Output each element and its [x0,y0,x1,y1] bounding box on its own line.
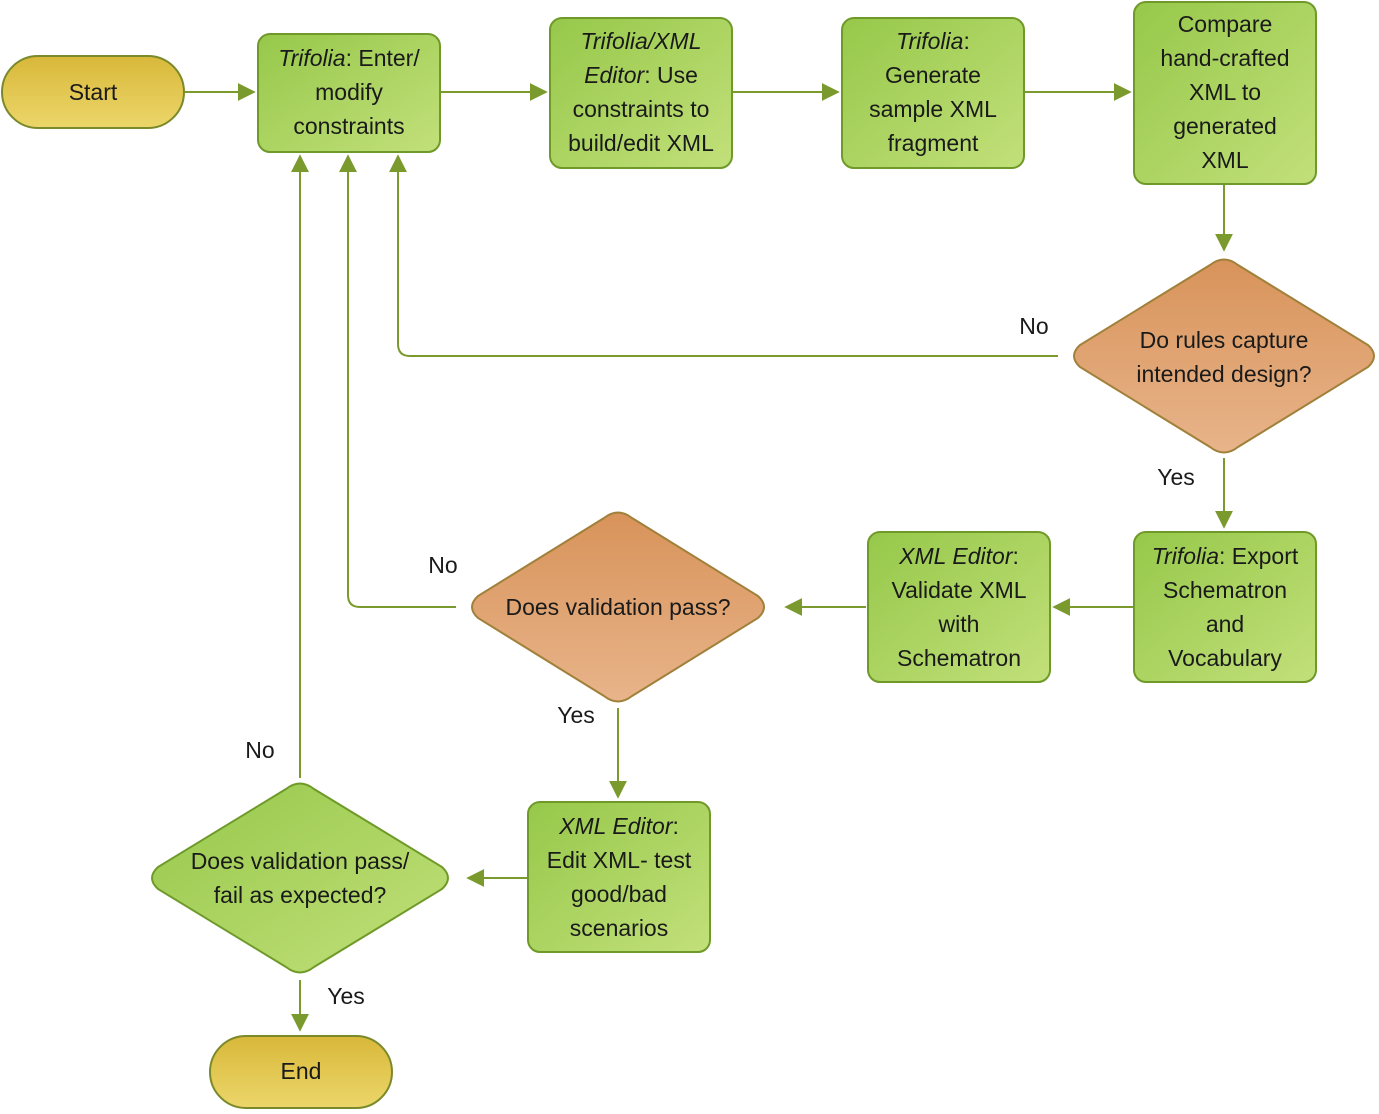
edge-labels: No Yes No Yes No Yes [245,313,1194,1009]
enter-constraints-line-0-run-0: Trifolia [278,45,345,71]
edit-xml-line-0-run-1: : [672,813,678,839]
rules-decision-line-1-run-0: intended design? [1136,361,1311,387]
start-label: Start [69,79,118,105]
start-terminal: Start [1,55,185,129]
export-schematron-line-1-run-0: Schematron [1163,577,1287,603]
edit-xml-box: XML Editor: Edit XML- test good/bad scenari… [527,801,711,953]
use-constraints-shape [549,17,733,169]
validation-decision-line-0-run-0: Does validation pass? [505,594,730,620]
generate-sample-shape [841,17,1025,169]
compare-xml-line-0-run-0: Compare [1178,11,1273,37]
end-shape [209,1035,393,1109]
end-label: End [281,1058,322,1084]
use-constraints-line-1-run-0: Editor [584,62,645,88]
rules-decision-line-0-run-0: Do rules capture [1140,327,1309,353]
edit-xml-shape [527,801,711,953]
rules-decision-label: Do rules capture intended design? [1136,327,1311,387]
generate-sample-line-0-run-0: Trifolia [896,28,963,54]
expected-decision: Does validation pass/fail as expected? [151,782,449,974]
start-shape [1,55,185,129]
compare-xml-line-1-run-0: hand-crafted [1160,45,1289,71]
expected-decision-line-1-run-0: fail as expected? [214,882,387,908]
expected-decision-label: Does validation pass/fail as expected? [191,848,410,908]
rules-no-label: No [1019,313,1048,339]
use-constraints-line-2-run-0: constraints to [573,96,710,122]
validation-no-label: No [428,552,457,578]
validate-xml-line-1-run-0: Validate XML [891,577,1026,603]
enter-constraints-line-1-run-0: modify [315,79,383,105]
enter-constraints-shape [257,33,441,153]
export-schematron-shape [1133,531,1317,683]
validation-yes-label: Yes [557,702,595,728]
validation-decision-shape [471,511,765,703]
enter-constraints-box: Trifolia: Enter/modify constraints [257,33,441,153]
export-schematron-line-3-run-0: Vocabulary [1168,645,1282,671]
edge-validation-no [339,154,456,608]
rules-decision: Do rules capture intended design? [1073,258,1375,454]
connectors [184,83,1233,1032]
export-schematron-line-0-run-0: Trifolia [1152,543,1219,569]
generate-sample-line-1-run-0: Generate [885,62,981,88]
generate-sample-box: Trifolia: Generate sample XML fragment [841,17,1025,169]
edge-rules-no [389,154,1058,357]
expected-decision-shape [151,782,449,974]
expected-yes-label: Yes [327,983,365,1009]
expected-decision-line-0-run-0: Does validation pass/ [191,848,410,874]
enter-constraints-label: Trifolia: Enter/modify constraints [278,45,420,139]
use-constraints-line-0-run-0: Trifolia/XML [581,28,702,54]
export-schematron-line-0-run-1: : Export [1219,543,1299,569]
edit-xml-line-1-run-0: Edit XML- test [547,847,692,873]
generate-sample-label: Trifolia: Generate sample XML fragment [869,28,997,156]
use-constraints-line-3-run-0: build/edit XML [568,130,714,156]
edit-xml-line-0-run-0: XML Editor [558,813,674,839]
enter-constraints-line-2-run-0: constraints [293,113,404,139]
validation-decision: Does validation pass? [471,511,765,703]
edit-xml-line-3-run-0: scenarios [570,915,668,941]
edit-xml-line-2-run-0: good/bad [571,881,667,907]
use-constraints-box: Trifolia/XML Editor: Use constraints to bui… [549,17,733,169]
generate-sample-line-2-run-0: sample XML [869,96,997,122]
validate-xml-line-0-run-1: : [1012,543,1018,569]
use-constraints-line-1-run-1: : Use [644,62,698,88]
compare-xml-line-2-run-0: XML to [1189,79,1261,105]
rules-decision-shape [1073,258,1375,454]
validate-xml-line-3-run-0: Schematron [897,645,1021,671]
compare-xml-shape [1133,1,1317,185]
generate-sample-line-3-run-0: fragment [888,130,979,156]
compare-xml-line-3-run-0: generated [1173,113,1277,139]
enter-constraints-line-0-run-1: : Enter/ [346,45,421,71]
validate-xml-line-0-run-0: XML Editor [898,543,1014,569]
expected-no-label: No [245,737,274,763]
validation-decision-label: Does validation pass? [505,594,730,620]
export-schematron-line-2-run-0: and [1206,611,1244,637]
rules-yes-label: Yes [1157,464,1195,490]
use-constraints-label: Trifolia/XML Editor: Use constraints to bui… [568,28,714,156]
validate-xml-line-2-run-0: with [938,611,980,637]
edit-xml-label: XML Editor: Edit XML- test good/bad scenari… [547,813,692,941]
end-terminal: End [209,1035,393,1109]
compare-xml-line-4-run-0: XML [1201,147,1249,173]
generate-sample-line-0-run-1: : [963,28,969,54]
validate-xml-shape [867,531,1051,683]
